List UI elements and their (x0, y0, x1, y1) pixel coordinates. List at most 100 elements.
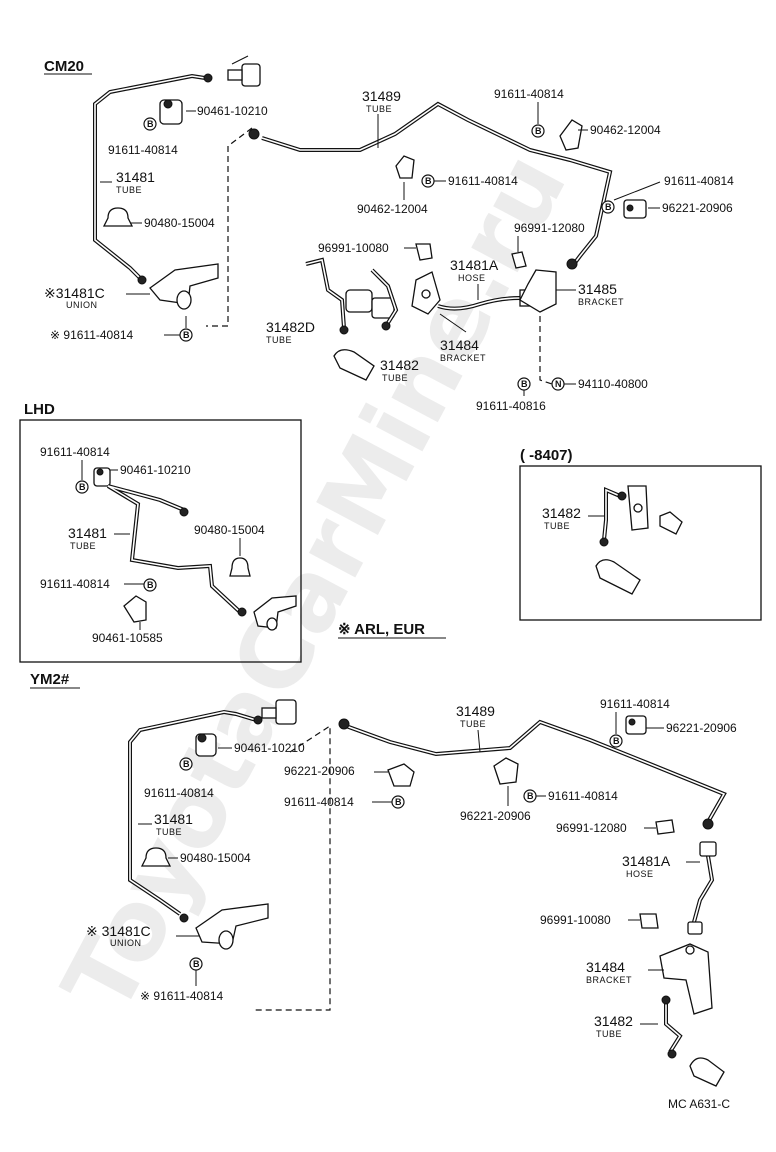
label-31482d-sub: TUBE (266, 335, 292, 345)
cylinder-variant (595, 559, 641, 595)
header-arl-eur: ※ ARL, EUR (338, 621, 425, 638)
label-31482: 31482 (594, 1013, 633, 1029)
fitting-top-left (203, 55, 261, 87)
svg-text:B: B (535, 126, 542, 136)
bracket-96221-ym2-c (493, 757, 519, 785)
svg-text:B: B (147, 119, 154, 129)
badge-b: B (601, 200, 615, 214)
svg-text:B: B (425, 176, 432, 186)
label-31484: 31484 (586, 959, 625, 975)
label-90461-10585: 90461-10585 (92, 631, 163, 645)
label-91611-40814: 91611-40814 (494, 87, 564, 101)
label-91611-40814-mid: 91611-40814 (448, 174, 518, 188)
grommet-90480-cm20 (102, 207, 134, 227)
label-91611-40814-right: 91611-40814 (664, 174, 734, 188)
svg-text:B: B (521, 379, 528, 389)
label-union-bolt: ※ 91611-40814 (50, 328, 134, 342)
label-94110-40800: 94110-40800 (578, 377, 648, 391)
svg-text:B: B (193, 959, 200, 969)
variant-box (519, 465, 762, 621)
tube-31481-lhd (106, 484, 247, 617)
svg-text:N: N (555, 379, 562, 389)
dashed-leader (206, 127, 253, 327)
svg-text:B: B (147, 580, 154, 590)
header-cm20: CM20 (44, 58, 84, 75)
label-31481a: 31481A (450, 257, 499, 273)
section-cm20: CM20 90461-10210 B 91611-40814 31481 TUB… (44, 55, 734, 413)
label-90461-10210: 90461-10210 (197, 104, 268, 118)
label-31481: 31481 (154, 811, 193, 827)
bracket-96221-ym2-a (625, 715, 647, 735)
label-91611-40814: 91611-40814 (108, 143, 178, 157)
union-lhd (253, 595, 297, 631)
label-90461-10210: 90461-10210 (234, 741, 305, 755)
label-91611-40816: 91611-40816 (476, 399, 546, 413)
label-31482-variant: 31482 (542, 505, 581, 521)
badge-b: B (179, 328, 193, 342)
clip-96991-12080-ym2 (655, 819, 675, 835)
watermark: ToyotaCarMine.ru (41, 135, 588, 1030)
section-ym2: YM2# 90461-10210 B 91611-40814 31481 TUB… (30, 671, 737, 1087)
bracket-31484-cm20 (411, 271, 441, 315)
label-96991-10080: 96991-10080 (540, 913, 611, 927)
clip-96991-10080 (415, 243, 433, 261)
clip-90461-lhd (93, 467, 111, 487)
clip-90462-cm20-right (559, 119, 583, 151)
svg-text:B: B (605, 202, 612, 212)
label-31481c: ※ 31481C (86, 923, 151, 939)
fitting-variant (659, 511, 683, 535)
label-31481c-sub: UNION (66, 300, 98, 310)
label-90462-12004: 90462-12004 (590, 123, 661, 137)
clip-96991-12080 (511, 251, 527, 269)
label-31481-sub: TUBE (156, 827, 182, 837)
badge-b: B (517, 377, 531, 391)
label-31481a-sub: HOSE (626, 869, 654, 879)
label-31481c-sub: UNION (110, 938, 142, 948)
label-31481: 31481 (116, 169, 155, 185)
badge-b: B (75, 480, 89, 494)
footer-code: MC A631-C (668, 1097, 730, 1111)
tube-31482d-cm20 (305, 257, 349, 335)
clip-90461-ym2 (195, 733, 217, 757)
label-31481: 31481 (68, 525, 107, 541)
badge-b: B (421, 174, 435, 188)
tube-31482-ym2 (661, 995, 683, 1059)
label-31482: 31482 (380, 357, 419, 373)
cylinder-ym2 (689, 1057, 725, 1087)
badge-b: B (179, 757, 193, 771)
label-90480-15004: 90480-15004 (144, 216, 215, 230)
svg-text:B: B (613, 736, 620, 746)
label-91611-40814: 91611-40814 (40, 445, 110, 459)
label-31482-sub: TUBE (382, 373, 408, 383)
label-91611-40814-mid: 91611-40814 (284, 795, 354, 809)
label-90480-15004: 90480-15004 (180, 851, 251, 865)
svg-text:B: B (79, 482, 86, 492)
bracket-96221-cm20 (623, 199, 647, 219)
badge-n: N (551, 377, 565, 391)
label-31481a: 31481A (622, 853, 671, 869)
clip-90461-10585-lhd (123, 595, 147, 623)
svg-text:B: B (183, 330, 190, 340)
dashed-leader-ym2 (252, 724, 331, 1011)
label-31482d: 31482D (266, 319, 315, 335)
label-31489-sub: TUBE (366, 104, 392, 114)
label-31481-sub: TUBE (116, 185, 142, 195)
label-31485-sub: BRACKET (578, 297, 624, 307)
bracket-31484-ym2 (659, 943, 713, 1015)
bracket-31485-cm20 (519, 269, 557, 313)
badge-b: B (523, 789, 537, 803)
label-31484-sub: BRACKET (440, 353, 486, 363)
label-31482-variant-sub: TUBE (544, 521, 570, 531)
label-90462-12004-mid: 90462-12004 (357, 202, 428, 216)
section-lhd: LHD 91611-40814 B 90461-10210 31481 TUBE… (19, 401, 302, 663)
tube-31489-cm20 (248, 101, 613, 270)
label-96221-20906-a: 96221-20906 (666, 721, 737, 735)
badge-b: B (609, 734, 623, 748)
label-31481-sub: TUBE (70, 541, 96, 551)
header-variant: ( -8407) (520, 447, 573, 464)
bracket-96221-ym2-b (387, 763, 415, 787)
hose-31481a-ym2 (687, 841, 717, 935)
label-31484-sub: BRACKET (586, 975, 632, 985)
grommet-90480-ym2 (140, 847, 172, 867)
header-lhd: LHD (24, 401, 55, 418)
